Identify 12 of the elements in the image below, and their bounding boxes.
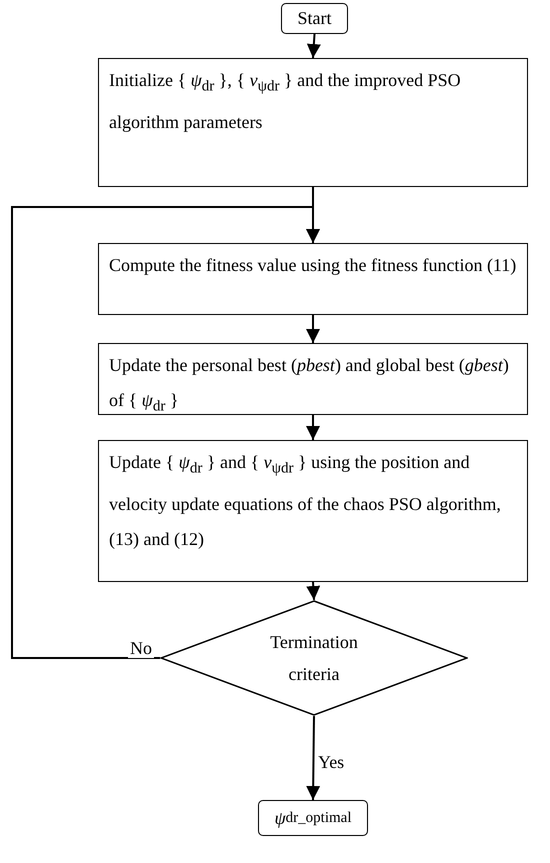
arrow [306, 716, 320, 800]
process-box: Update {ψ$_{dr}$ } and { v$_{ψdr}$ } using the position and velocity update equations of the chaos PSO algorithm, (13) and (12) [98, 440, 528, 582]
arrow [306, 582, 320, 600]
decision-text: Termination criteria [269, 631, 359, 686]
process-box: Compute the fitness value using the fitness function (11) [98, 243, 528, 315]
arrow [306, 415, 320, 440]
arrow [306, 315, 320, 343]
arrow [11, 206, 320, 659]
process-box: Initialize {ψ$_{dr}$ }, { v$_{ψdr}$ } and the improved PSO algorithm parameters [98, 58, 528, 187]
process-box: Update the personal best (pbest) and global best (gbest) of { ψ$_{dr}$ } [98, 343, 528, 415]
terminal-box: Start [281, 3, 348, 34]
arrow [306, 34, 321, 58]
